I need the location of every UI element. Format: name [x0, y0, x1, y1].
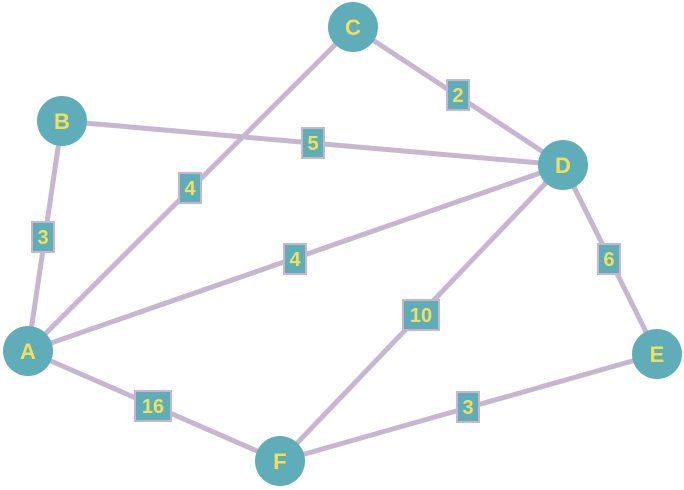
node-label: B: [54, 109, 70, 134]
edge-weight-box: [178, 172, 202, 204]
node-d: D: [538, 140, 588, 190]
edge-weight-a-d: 4: [283, 243, 307, 275]
edge-weight-box: [597, 243, 621, 275]
edge-weight-a-f: 16: [134, 390, 172, 422]
edge-weight-d-f: 10: [402, 299, 440, 331]
node-circle: [632, 329, 682, 379]
edge-weight-box: [446, 79, 470, 111]
node-circle: [538, 140, 588, 190]
node-a: A: [3, 326, 53, 376]
edge-weight-c-d: 2: [446, 79, 470, 111]
edge-weight-box: [402, 299, 440, 331]
node-label: F: [273, 449, 286, 474]
node-circle: [328, 2, 378, 52]
edge-weight-a-c: 4: [178, 172, 202, 204]
edge-weight-label: 4: [184, 178, 196, 200]
edge-weight-label: 2: [452, 85, 463, 107]
node-c: C: [328, 2, 378, 52]
node-label: E: [650, 342, 665, 367]
edge-weight-box: [283, 243, 307, 275]
node-b: B: [37, 96, 87, 146]
edge-weights-layer: 3 4 4 16 5 2 6 10 3: [31, 79, 621, 423]
edge-weight-label: 5: [307, 133, 318, 155]
node-e: E: [632, 329, 682, 379]
edge-weight-label: 3: [37, 227, 48, 249]
edge-weight-box: [134, 390, 172, 422]
node-circle: [3, 326, 53, 376]
node-label: A: [20, 339, 36, 364]
edge-weight-a-b: 3: [31, 221, 55, 253]
edge-weight-box: [456, 391, 480, 423]
edge-weight-e-f: 3: [456, 391, 480, 423]
node-label: C: [345, 15, 361, 40]
edge-weight-b-d: 5: [301, 127, 325, 159]
edges-layer: [25, 24, 660, 464]
edge-weight-label: 6: [603, 249, 614, 271]
edge-weight-label: 4: [289, 249, 301, 271]
edge-weight-box: [301, 127, 325, 159]
edge-weight-label: 16: [142, 396, 164, 418]
node-label: D: [555, 153, 571, 178]
edge-weight-d-e: 6: [597, 243, 621, 275]
node-f: F: [255, 436, 305, 486]
node-circle: [255, 436, 305, 486]
nodes-layer: A B C D E F: [3, 2, 682, 486]
node-circle: [37, 96, 87, 146]
edge-weight-label: 10: [410, 305, 432, 327]
edge-weight-label: 3: [462, 397, 473, 419]
edge-weight-box: [31, 221, 55, 253]
